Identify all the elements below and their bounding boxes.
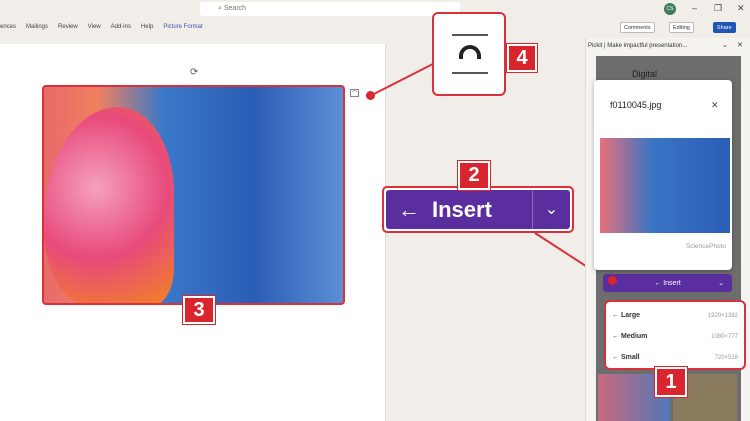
rotate-handle-icon[interactable]: ⟳ [190,67,199,78]
layout-options-callout [432,12,506,96]
callout-number-4: 4 [507,44,537,72]
pane-title: Pickit | Make impactful presentation... [588,43,688,49]
restore-button[interactable]: ❐ [714,3,723,13]
layout-options-icon[interactable]: ⌒ [350,89,359,97]
wrap-text-icon [452,34,488,74]
image-detail-card: f0110045.jpg ✕ SciencePhoto [594,80,732,270]
ribbon-tabs: ences Mailings Review View Add-ins Help … [0,24,203,30]
tab-picture-format[interactable]: Picture Format [163,24,203,30]
pane-close-icon[interactable]: ✕ [737,42,743,49]
search-icon: ⌕ [218,5,224,12]
arrow-left-icon: ← [654,279,664,287]
image-preview [600,138,730,233]
chevron-down-icon[interactable]: ⌄ [718,280,724,287]
callout-number-3: 3 [183,296,215,324]
search-input[interactable]: ⌕ Search [200,2,460,16]
image-source: SciencePhoto [685,243,726,250]
callout-dot [608,276,617,285]
comments-button[interactable]: Comments [620,22,655,33]
tab-mailings[interactable]: Mailings [26,24,49,30]
close-card-icon[interactable]: ✕ [711,100,719,110]
minimize-button[interactable]: – [692,3,698,13]
avatar[interactable]: CS [664,3,676,15]
callout-number-1: 1 [655,367,687,397]
chevron-down-icon: ⌄ [532,190,570,229]
tab-help[interactable]: Help [140,24,154,30]
arrow-left-icon: ← [398,196,420,222]
zoomed-insert-button: ← Insert ⌄ [382,186,574,233]
close-window-button[interactable]: ✕ [737,3,745,13]
file-name: f0110045.jpg [610,100,662,110]
editing-button[interactable]: Editing [669,22,694,33]
tab-review[interactable]: Review [58,24,78,30]
callout-number-2: 2 [458,161,490,190]
selected-picture[interactable] [42,85,345,305]
tab-references[interactable]: ences [0,24,17,30]
insert-button[interactable]: ← Insert⌄ [603,274,732,292]
background-label: Digital [632,69,658,79]
share-button[interactable]: Share [713,22,736,33]
tab-view[interactable]: View [87,24,101,30]
face-graphic [44,107,174,303]
tab-add-ins[interactable]: Add-ins [110,24,131,30]
pane-collapse-icon[interactable]: ⌄ [722,42,728,49]
